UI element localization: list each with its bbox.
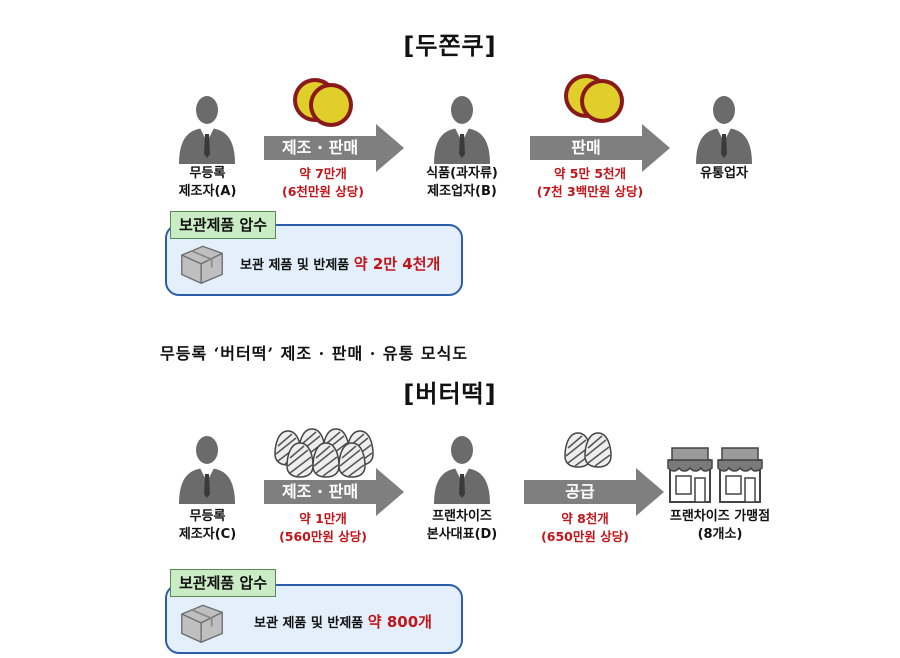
actor-c-line2: 제조자(C) <box>178 527 237 542</box>
arrow1-quantity: 약 7만개 (6천만원 상당) <box>258 165 388 201</box>
arrow2-qty-line2: (7천 3백만원 상당) <box>536 184 644 199</box>
arrow-sell-2 <box>530 124 670 172</box>
actor-d-line2: 본사대표(D) <box>426 527 498 542</box>
box-icon <box>180 245 224 285</box>
arrow-manufacture-sell-1 <box>264 124 404 172</box>
arrow3-qty-line1: 약 1만개 <box>299 511 347 526</box>
seized-amount: 약 800개 <box>367 613 432 631</box>
seized-text: 보관 제품 및 반제품 약 800개 <box>254 611 432 635</box>
arrow2-label: 판매 <box>571 138 601 157</box>
actor-a-label: 무등록 제조자(A) <box>150 165 265 201</box>
franchise-stores-line1: 프랜차이즈 가맹점 <box>669 509 771 524</box>
section1-title: [두쫀쿠] <box>403 32 497 60</box>
arrow-manufacture-sell-3 <box>264 468 404 516</box>
arrow1-qty-line2: (6천만원 상당) <box>282 184 364 199</box>
person-icon <box>179 436 235 504</box>
franchise-stores-label: 프랜차이즈 가맹점 (8개소) <box>650 508 790 544</box>
box-icon <box>180 604 224 644</box>
arrow2-quantity: 약 5만 5천개 (7천 3백만원 상당) <box>520 165 660 201</box>
storefront-icon <box>667 447 763 503</box>
actor-distributor-label: 유통업자 <box>700 166 748 181</box>
arrow4-qty-line2: (650만원 상당) <box>541 529 629 544</box>
actor-a-line2: 제조자(A) <box>178 184 237 199</box>
coin-icon <box>293 78 353 127</box>
arrow1-qty-line1: 약 7만개 <box>299 166 347 181</box>
person-icon <box>179 96 235 164</box>
arrow1-label: 제조 · 판매 <box>281 138 359 157</box>
arrow3-quantity: 약 1만개 (560만원 상당) <box>258 510 388 546</box>
arrow4-label: 공급 <box>565 482 595 501</box>
arrow2-qty-line1: 약 5만 5천개 <box>553 166 627 181</box>
actor-b-label: 식품(과자류) 제조업자(B) <box>403 165 521 201</box>
actor-b-line2: 제조업자(B) <box>427 184 497 199</box>
seized-tag: 보관제품 압수 <box>170 569 277 597</box>
actor-d-line1: 프랜차이즈 <box>432 509 492 524</box>
seized-text: 보관 제품 및 반제품 약 2만 4천개 <box>240 253 440 277</box>
person-icon <box>434 436 490 504</box>
arrow-supply-4 <box>524 468 664 516</box>
arrow3-qty-line2: (560만원 상당) <box>279 529 367 544</box>
actor-c-line1: 무등록 <box>189 509 226 524</box>
arrow3-label: 제조 · 판매 <box>281 482 359 501</box>
franchise-stores-line2: (8개소) <box>697 527 743 542</box>
diagram-caption: 무등록 ‘버터떡’ 제조 · 판매 · 유통 모식도 <box>160 344 469 363</box>
seized-amount: 약 2만 4천개 <box>353 255 441 273</box>
butter-rice-cake-icon <box>564 432 612 468</box>
section2-title: [버터떡] <box>403 380 497 408</box>
arrow4-qty-line1: 약 8천개 <box>561 511 609 526</box>
seized-text-prefix: 보관 제품 및 반제품 <box>240 258 354 273</box>
arrow4-quantity: 약 8천개 (650만원 상당) <box>520 510 650 546</box>
coin-icon <box>564 74 624 123</box>
actor-a-line1: 무등록 <box>189 166 226 181</box>
seized-text-prefix: 보관 제품 및 반제품 <box>254 616 368 631</box>
person-icon <box>434 96 490 164</box>
actor-d-label: 프랜차이즈 본사대표(D) <box>403 508 521 544</box>
person-icon <box>696 96 752 164</box>
actor-b-line1: 식품(과자류) <box>426 166 498 181</box>
actor-c-label: 무등록 제조자(C) <box>150 508 265 544</box>
seized-tag: 보관제품 압수 <box>170 211 277 239</box>
